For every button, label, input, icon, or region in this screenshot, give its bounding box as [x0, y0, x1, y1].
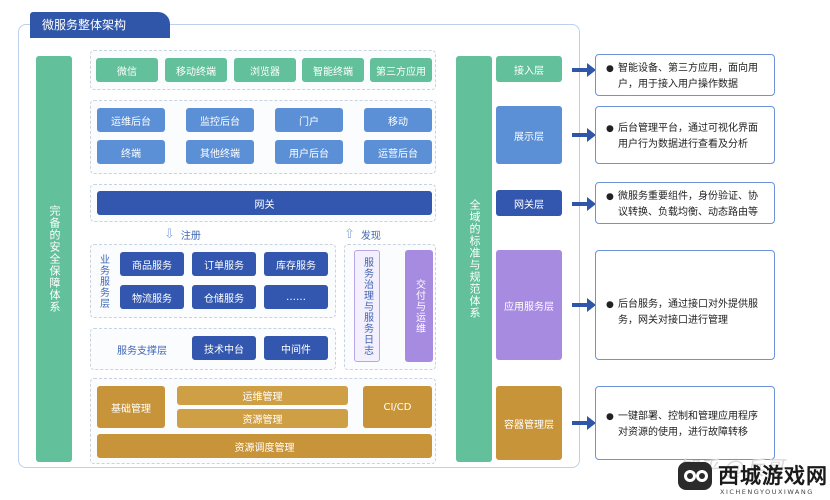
desc-display-layer: ● 后台管理平台，通过可视化界面用户行为数据进行查看及分析 [595, 106, 775, 164]
bullet-icon: ● [606, 124, 614, 134]
up-arrow-icon: ⇧ [344, 226, 355, 242]
arrow-right-icon [572, 298, 598, 312]
display-operations-console: 运营后台 [364, 140, 432, 164]
service-support-label: 服务支撑层 [117, 345, 167, 357]
arrow-right-icon [572, 416, 598, 430]
bullet-icon: ● [606, 412, 614, 422]
bullet-icon: ● [606, 192, 614, 202]
register-label: 注册 [180, 230, 201, 242]
display-portal: 门户 [275, 108, 343, 132]
access-wechat: 微信 [96, 58, 158, 82]
access-third-party: 第三方应用 [370, 58, 432, 82]
register-arrow-label: ⇩ 注册 [164, 226, 201, 242]
infra-ops-mgmt: 运维管理 [177, 386, 348, 405]
support-tech-platform: 技术中台 [192, 336, 256, 360]
service-warehouse: 仓储服务 [192, 285, 256, 309]
layer-gateway: 网关层 [496, 190, 562, 216]
arrow-right-icon [572, 63, 598, 77]
security-system-bar: 完备的安全保障体系 [36, 56, 72, 462]
desc-access-text: 智能设备、第三方应用，面向用户，用于接入用户操作数据 [618, 63, 758, 90]
gateway-box: 网关 [97, 191, 432, 215]
logo-subtext: XICHENGYOUXIWANG [720, 488, 814, 496]
layer-access: 接入层 [496, 56, 562, 82]
display-other-terminal: 其他终端 [186, 140, 254, 164]
service-inventory: 库存服务 [264, 252, 328, 276]
access-smart-terminal: 智能终端 [302, 58, 364, 82]
display-ops-console: 运维后台 [97, 108, 165, 132]
display-terminal: 终端 [97, 140, 165, 164]
desc-container-layer: ● 一键部署、控制和管理应用程序对资源的使用，进行故障转移 [595, 386, 775, 460]
access-mobile-terminal: 移动终端 [165, 58, 227, 82]
layer-app-service: 应用服务层 [496, 250, 562, 360]
desc-gateway-text: 微服务重要组件，身份验证、协议转换、负载均衡、动态路由等 [618, 191, 758, 218]
desc-app-service-text: 后台服务，通过接口对外提供服务，网关对接口进行管理 [618, 299, 758, 326]
bullet-icon: ● [606, 300, 614, 310]
discover-arrow-label: ⇧ 发现 [344, 226, 381, 242]
arrow-right-icon [572, 197, 598, 211]
support-middleware: 中间件 [264, 336, 328, 360]
service-product: 商品服务 [120, 252, 184, 276]
desc-app-service-layer: ● 后台服务，通过接口对外提供服务，网关对接口进行管理 [595, 250, 775, 360]
discover-label: 发现 [360, 230, 381, 242]
infra-resource-mgmt: 资源管理 [177, 409, 348, 428]
logo-text: 西城游戏网 [718, 464, 828, 488]
desc-access-layer: ● 智能设备、第三方应用，面向用户，用于接入用户操作数据 [595, 54, 775, 96]
delivery-operations: 交付与运维 [405, 250, 433, 362]
bullet-icon: ● [606, 64, 614, 74]
service-governance-log: 服务治理与服务日志 [354, 250, 380, 362]
service-logistics: 物流服务 [120, 285, 184, 309]
access-browser: 浏览器 [234, 58, 296, 82]
infra-cicd: CI/CD [363, 386, 432, 428]
layer-display: 展示层 [496, 106, 562, 164]
display-monitor-console: 监控后台 [186, 108, 254, 132]
infra-basic-mgmt: 基础管理 [97, 386, 165, 428]
business-service-label: 业务服务层 [97, 253, 109, 309]
standards-system-bar: 全域的标准与规范体系 [456, 56, 492, 462]
service-more: …… [264, 285, 328, 309]
service-order: 订单服务 [192, 252, 256, 276]
display-mobile: 移动 [364, 108, 432, 132]
desc-display-text: 后台管理平台，通过可视化界面用户行为数据进行查看及分析 [618, 123, 758, 150]
display-user-console: 用户后台 [275, 140, 343, 164]
desc-gateway-layer: ● 微服务重要组件，身份验证、协议转换、负载均衡、动态路由等 [595, 182, 775, 224]
layer-container-mgmt: 容器管理层 [496, 386, 562, 460]
desc-container-text: 一键部署、控制和管理应用程序对资源的使用，进行故障转移 [618, 411, 758, 438]
logo-icon [676, 458, 716, 494]
down-arrow-icon: ⇩ [164, 226, 175, 242]
arrow-right-icon [572, 128, 598, 142]
infra-resource-scheduling: 资源调度管理 [97, 434, 432, 458]
diagram-title: 微服务整体架构 [30, 12, 170, 38]
